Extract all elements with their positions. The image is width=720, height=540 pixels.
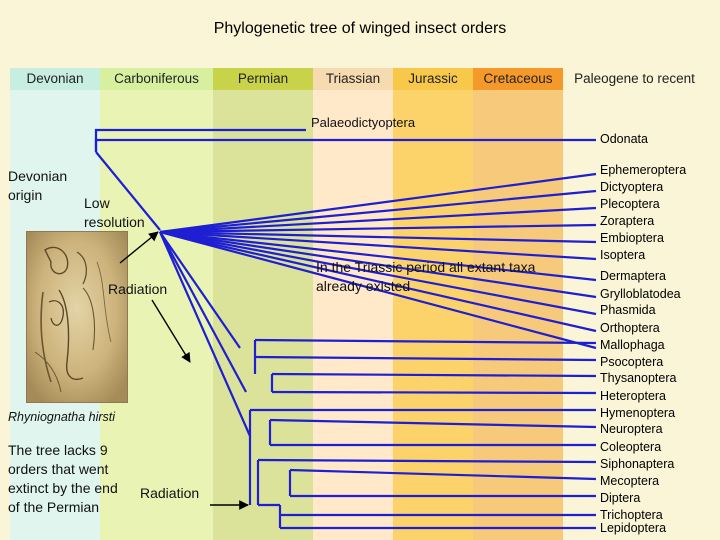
branch-line: [158, 231, 252, 437]
branch-line: [271, 390, 597, 395]
taxon-label: Lepidoptera: [600, 521, 667, 535]
branch-line: [159, 189, 597, 234]
trunk-branch: [95, 151, 161, 231]
arrow-radiation-upper: [119, 231, 159, 264]
period-label-triassian: Triassian: [313, 68, 393, 90]
fossil-caption: Rhyniognatha hirsti: [8, 410, 116, 424]
branch-line: [159, 230, 597, 350]
branch-line: [159, 230, 597, 282]
branch-line: [257, 458, 597, 464]
taxon-label: Phasmida: [600, 303, 656, 317]
taxon-label: Coleoptera: [600, 440, 662, 454]
period-label-jurassic: Jurassic: [393, 68, 473, 90]
slide-title: Phylogenetic tree of winged insect order…: [213, 20, 507, 37]
taxon-label: Diptera: [600, 491, 641, 505]
branch-line: [159, 223, 597, 234]
triassic-note: In the Triassic period all extant taxa a…: [316, 259, 536, 294]
branch-line: [254, 338, 597, 345]
odonata-branch: [94, 138, 596, 152]
taxon-label: Dermaptera: [600, 269, 666, 283]
branch-line: [159, 230, 597, 333]
branch-line: [269, 418, 597, 429]
period-label-cretaceous: Cretaceous: [473, 68, 563, 90]
taxon-label: Mecoptera: [600, 474, 660, 488]
devonian-origin-note: Devonian origin: [8, 168, 68, 203]
period-band-permian: [213, 68, 313, 540]
taxon-label: Odonata: [600, 132, 648, 146]
low-resolution-note: Low resolution: [84, 195, 145, 230]
period-label-carboniferous: Carboniferous: [100, 68, 213, 90]
taxon-label: Hymenoptera: [600, 406, 676, 420]
taxon-label: Dictyoptera: [600, 180, 664, 194]
period-label-devonian: Devonian: [10, 68, 100, 90]
taxon-label: Thysanoptera: [600, 371, 677, 385]
branch-line: [159, 230, 597, 316]
taxon-label: Embioptera: [600, 231, 664, 245]
taxon-label: Heteroptera: [600, 389, 667, 403]
period-label-paleogene: Paleogene to recent: [563, 68, 706, 90]
taxon-label: Plecoptera: [600, 197, 660, 211]
branch-line: [271, 372, 597, 378]
taxon-label: Isoptera: [600, 248, 646, 262]
branch-line: [159, 172, 597, 234]
taxon-label: Grylloblatodea: [600, 287, 681, 301]
taxon-label: Orthoptera: [600, 321, 660, 335]
taxon-label: Siphonaptera: [600, 457, 675, 471]
branch-line: [159, 231, 241, 349]
branch-line: [159, 231, 247, 393]
extinct-orders-note: The tree lacks 9 orders that went extinc…: [8, 442, 118, 515]
arrow-fossil-to-tree: [151, 299, 191, 363]
taxon-label: Trichoptera: [600, 508, 663, 522]
branch-line: [159, 230, 597, 261]
taxon-label: Zoraptera: [600, 214, 655, 228]
branch-line: [159, 230, 597, 299]
radiation-lower-note: Radiation: [140, 485, 200, 501]
fossil-photo: [26, 231, 128, 403]
branch-line: [254, 355, 597, 362]
taxon-label: Mallophaga: [600, 338, 665, 352]
branch-line: [159, 230, 597, 244]
radiation-upper-note: Radiation: [108, 281, 168, 297]
palaeodictyoptera-label: Palaeodictyoptera: [311, 115, 416, 130]
taxon-label: Neuroptera: [600, 422, 663, 436]
period-label-permian: Permian: [213, 68, 313, 90]
branch-line: [159, 206, 597, 234]
taxon-label: Ephemeroptera: [600, 163, 687, 177]
taxon-label: Psocoptera: [600, 355, 664, 369]
branch-line: [289, 468, 597, 481]
